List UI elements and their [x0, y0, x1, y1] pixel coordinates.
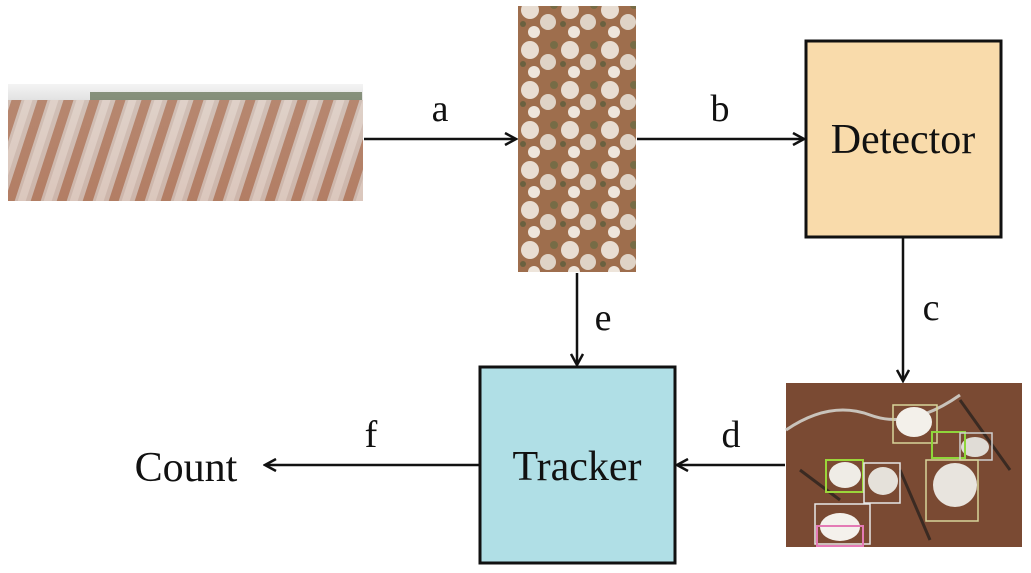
- edge-label-e: e: [595, 297, 612, 339]
- edge-label-a: a: [432, 88, 449, 130]
- edge-label-c: c: [923, 287, 940, 329]
- edge-label-f: f: [365, 414, 378, 456]
- cotton-row-crop: [518, 6, 636, 272]
- edge-label-b: b: [711, 88, 730, 130]
- tracker-box: [478, 365, 677, 565]
- cotton-detection-result: [785, 383, 1022, 547]
- detector-label: Detector: [831, 117, 976, 163]
- edge-label-d: d: [722, 414, 741, 456]
- detector-box: [804, 39, 1003, 239]
- tracker-label: Tracker: [512, 444, 641, 490]
- count-label: Count: [135, 445, 238, 491]
- cotton-field-photo: [8, 84, 363, 201]
